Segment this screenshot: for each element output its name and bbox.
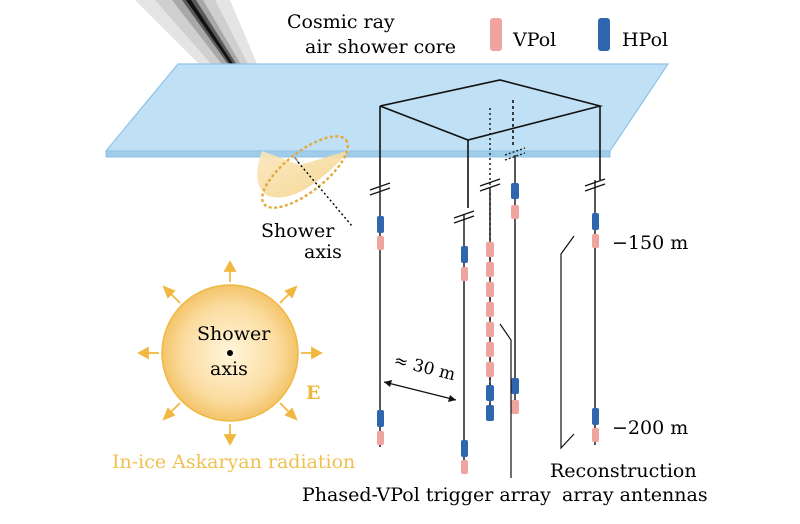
hpol-antenna <box>511 183 519 199</box>
legend-hpol-label: HPol <box>622 29 668 51</box>
phased-leader <box>499 323 512 478</box>
vpol-antenna <box>486 242 494 257</box>
shower-axis-label: Shower <box>261 220 335 242</box>
cosmic-ray-label: Cosmic ray <box>287 11 395 33</box>
ice-surface <box>104 63 670 158</box>
hpol-antenna <box>592 213 599 230</box>
reconstruction-label: Reconstruction <box>550 460 697 482</box>
vpol-antenna <box>486 262 494 277</box>
hpol-antenna <box>486 385 494 401</box>
circle-shower-label: Shower <box>197 323 271 345</box>
station-frame <box>379 79 604 208</box>
hpol-antenna <box>486 405 494 421</box>
vpol-antenna <box>592 234 599 248</box>
hpol-antenna <box>377 410 384 427</box>
vpol-antenna <box>511 400 519 414</box>
legend-vpol-label: VPol <box>512 29 556 51</box>
shower-axis-label-2: axis <box>304 241 342 263</box>
vpol-antenna <box>486 342 494 357</box>
hpol-antenna <box>461 440 468 457</box>
reconstruction-label-2: array antennas <box>562 484 708 506</box>
efield-label: E <box>306 382 320 404</box>
phased-array-label: Phased-VPol trigger array <box>302 484 551 506</box>
shower-axis-line <box>297 161 353 227</box>
askaryan-sphere: Shower axis E <box>137 260 323 446</box>
air-shower-core-label: air shower core <box>305 36 456 58</box>
legend-vpol-swatch <box>490 18 502 51</box>
cherenkov-cone <box>257 135 350 209</box>
vpol-antenna <box>377 236 384 250</box>
vpol-antenna <box>461 460 468 474</box>
vpol-antenna <box>377 431 384 445</box>
vpol-antenna <box>592 428 599 442</box>
shower-axis-dot <box>227 350 233 356</box>
efield-arrows <box>137 260 323 446</box>
break-marks <box>369 147 606 224</box>
circle-axis-label: axis <box>210 358 248 380</box>
legend-hpol-swatch <box>598 18 610 51</box>
vpol-antenna <box>486 362 494 377</box>
depth-150-label: −150 m <box>612 232 688 254</box>
depth-markers: −150 m −200 m <box>612 232 688 439</box>
vpol-antenna <box>486 322 494 337</box>
antennas <box>377 183 599 474</box>
vpol-antenna <box>486 302 494 317</box>
vpol-antenna <box>461 267 468 281</box>
askaryan-label: In-ice Askaryan radiation <box>112 451 355 473</box>
spacing-indicator: ≈ 30 m <box>383 351 458 402</box>
hpol-antenna <box>377 216 384 233</box>
hpol-antenna <box>592 408 599 425</box>
depth-200-label: −200 m <box>612 417 688 439</box>
recon-leaders <box>560 235 575 450</box>
hpol-antenna <box>511 378 519 394</box>
vpol-antenna <box>511 205 519 219</box>
hpol-antenna <box>461 246 468 263</box>
vpol-antenna <box>486 282 494 297</box>
legend: VPol HPol <box>490 18 668 51</box>
spacing-label: ≈ 30 m <box>392 351 458 386</box>
